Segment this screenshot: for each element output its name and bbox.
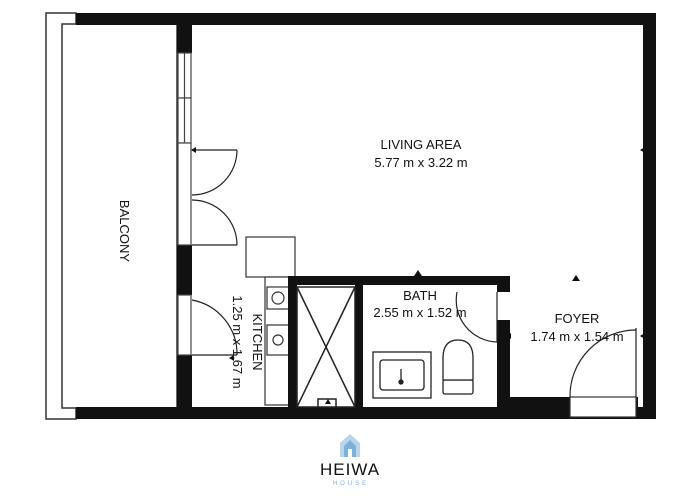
bath-size: 2.55 m x 1.52 m <box>373 305 466 320</box>
bath-door-swing <box>455 291 498 343</box>
living-area-size: 5.77 m x 3.22 m <box>374 155 467 170</box>
balcony-name: BALCONY <box>117 200 132 262</box>
kitchen-size: 1.25 m x 1.67 m <box>230 295 245 388</box>
door-swings-balcony <box>191 149 238 356</box>
left-windows <box>177 52 192 144</box>
balcony-doors <box>177 142 192 356</box>
bath-fixtures <box>372 339 474 399</box>
bath-walls <box>288 276 510 418</box>
logo-name: HEIWA <box>320 460 380 479</box>
heiwa-logo: HEIWA HOUSE <box>320 434 380 487</box>
logo-sub: HOUSE <box>333 481 369 487</box>
bath-name: BATH <box>403 288 437 303</box>
level-markers <box>191 147 645 404</box>
living-area-name: LIVING AREA <box>381 137 462 152</box>
foyer-name: FOYER <box>555 311 600 326</box>
kitchen-name: KITCHEN <box>250 313 265 370</box>
foyer-size: 1.74 m x 1.54 m <box>530 329 623 344</box>
shower <box>296 286 356 408</box>
house-icon <box>340 434 360 457</box>
foyer-entry <box>510 328 638 419</box>
